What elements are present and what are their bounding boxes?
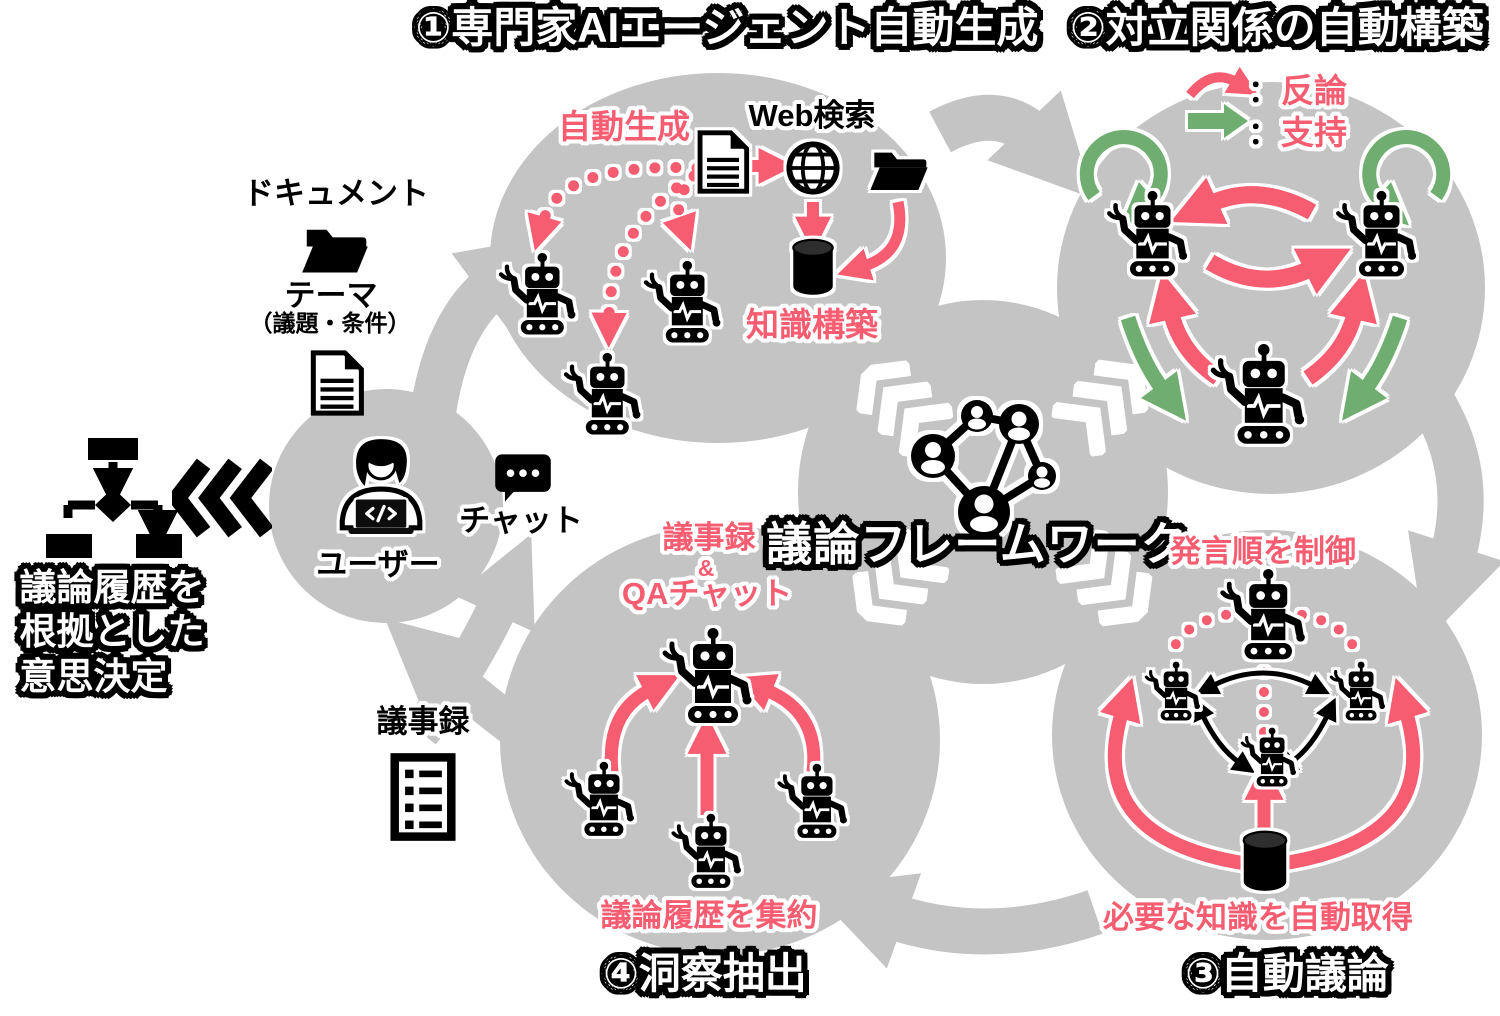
title-stage4: ④洞察抽出 [603,950,807,997]
decision-flow-icon [46,438,182,558]
acquire-label: 必要な知識を自動取得 [1103,900,1413,935]
speak-order-label: 発言順を制御 [1170,534,1356,569]
support-label: 支持 [1281,114,1347,151]
web-search-label: Web検索 [748,98,876,133]
debate-arrows [1120,177,1408,421]
stage2-content [1079,66,1451,444]
decision-line3: 意思決定 [19,655,168,697]
stage4-content [566,628,846,888]
web-search-globe-icon [789,144,836,191]
auto-knowledge-db-icon [1242,830,1288,892]
decision-text: 議論履歴を 根拠とした 意思決定 [20,566,205,699]
stage3-content [1100,569,1428,892]
stage1-content [501,133,928,435]
chat-label: チャット [459,503,583,538]
theme-document-icon [313,353,361,413]
minutes-qa-line1: 議事録 [662,520,756,555]
legend-arrows [1186,66,1259,138]
knowledge-db-icon [792,238,834,296]
decision-line2: 根拠とした [19,611,205,653]
user-label: ユーザー [316,547,440,582]
legend-colon: ： [1248,115,1279,151]
cycle-arrows [384,90,1500,969]
document-folder-icon [302,229,368,273]
title-stage1: ①専門家AIエージェント自動生成 [415,4,1039,51]
theme-label: テーマ [284,278,378,313]
cycle-arrow-minutes-up [404,533,535,745]
aggregate-label: 議論履歴を集約 [600,898,818,933]
minutes-qa-line2: QAチャット [621,576,793,611]
legend-counter: ： 反論 [1248,64,1347,112]
legend-support: ： 支持 [1248,106,1347,154]
generation-dotted-arrows [527,161,704,348]
generated-doc-icon [700,133,747,191]
document-label: ドキュメント [243,176,429,211]
cycle-arrow-user-to-1 [407,233,564,441]
aggregate-arrows [604,674,821,815]
minutes-label: 議事録 [376,704,470,739]
title-stage2: ②対立関係の自動構築 [1070,4,1484,51]
counter-label: 反論 [1281,72,1347,109]
decision-line1: 議論履歴を [19,567,205,608]
knowledge-build-label: 知識構築 [746,306,878,343]
title-stage3: ③自動議論 [1185,950,1389,997]
cycle-arrow-3-to-4 [808,873,1103,969]
chat-bubble-icon [495,454,551,502]
triple-chevron-left-icon [177,464,266,532]
self-loop-arrows [1079,130,1451,226]
minutes-list-icon [395,757,452,836]
legend-colon: ： [1248,73,1279,109]
theme-sub-label: （議題・条件） [249,310,411,336]
knowledge-arrows [752,148,906,281]
framework-label: 議論フレームワーク [766,518,1188,570]
auto-generate-label: 自動生成 [558,108,690,145]
minutes-qa-amp: & [697,555,715,581]
cycle-arrow-1-to-2 [929,90,1094,199]
cycle-arrow-2-to-3 [1408,390,1500,643]
